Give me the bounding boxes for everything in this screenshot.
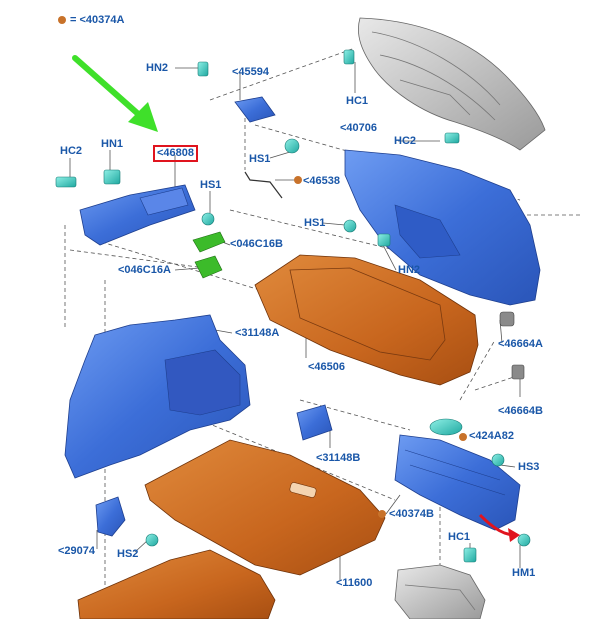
- fasteners: [55, 49, 531, 563]
- label-46538: <46538: [303, 175, 341, 187]
- label-hs2: HS2: [117, 548, 139, 560]
- scuff-plate: [394, 434, 521, 531]
- label-hn2-top: HN2: [146, 62, 169, 74]
- label-31148b: <31148B: [316, 452, 361, 464]
- marker-dot-icon: [294, 176, 302, 184]
- load-floor-upper: [144, 439, 386, 576]
- right-side-trim: [344, 149, 541, 306]
- label-11600: <11600: [336, 577, 373, 589]
- label-hc2-right: HC2: [394, 135, 417, 147]
- label-046c16a: <046C16A: [118, 264, 171, 276]
- red-direction-arrow: [478, 513, 520, 542]
- parcel-shelf: [254, 254, 479, 386]
- quarter-trim-panel: [64, 314, 251, 479]
- label-31148a: <31148A: [235, 327, 280, 339]
- legend-dot-icon: [58, 16, 66, 25]
- label-46664a: <46664A: [498, 338, 543, 350]
- label-40706: <40706: [340, 122, 378, 134]
- label-hc1-top: HC1: [346, 95, 369, 107]
- label-424a82: <424A82: [469, 430, 514, 442]
- marker-dot-icon: [459, 433, 467, 441]
- label-29074: <29074: [58, 545, 96, 557]
- label-046c16b: <046C16B: [230, 238, 283, 250]
- legend: = <40374A: [58, 14, 124, 26]
- label-hc1-bottom: HC1: [448, 531, 471, 543]
- legend-text: = <40374A: [70, 14, 125, 26]
- label-hn2-right: HN2: [398, 264, 421, 276]
- label-46664b: <46664B: [498, 405, 543, 417]
- upper-left-trim: [79, 184, 196, 246]
- rear-body-panel: [358, 17, 546, 151]
- bracket-45594: [234, 96, 276, 123]
- small-trim-block: [296, 404, 333, 441]
- load-floor-lower: [77, 549, 276, 619]
- label-hc2-left: HC2: [60, 145, 83, 157]
- label-45594: <45594: [232, 66, 270, 78]
- direction-arrow: [72, 55, 158, 132]
- label-hm1: HM1: [512, 567, 536, 579]
- label-hn1: HN1: [101, 138, 124, 150]
- green-clips: [192, 231, 226, 279]
- label-40374b: <40374B: [389, 508, 434, 520]
- label-hs1-right: HS1: [304, 217, 326, 229]
- label-46808: <46808: [153, 145, 199, 162]
- bracket-29074: [95, 496, 126, 537]
- wire-harness: [244, 171, 283, 199]
- lower-body-panel: [394, 564, 486, 619]
- label-hs3: HS3: [518, 461, 540, 473]
- label-hs1-top: HS1: [249, 153, 271, 165]
- label-46506: <46506: [308, 361, 346, 373]
- marker-dot-icon: [378, 510, 386, 518]
- label-hs1-left: HS1: [200, 179, 222, 191]
- plugs: [499, 311, 525, 380]
